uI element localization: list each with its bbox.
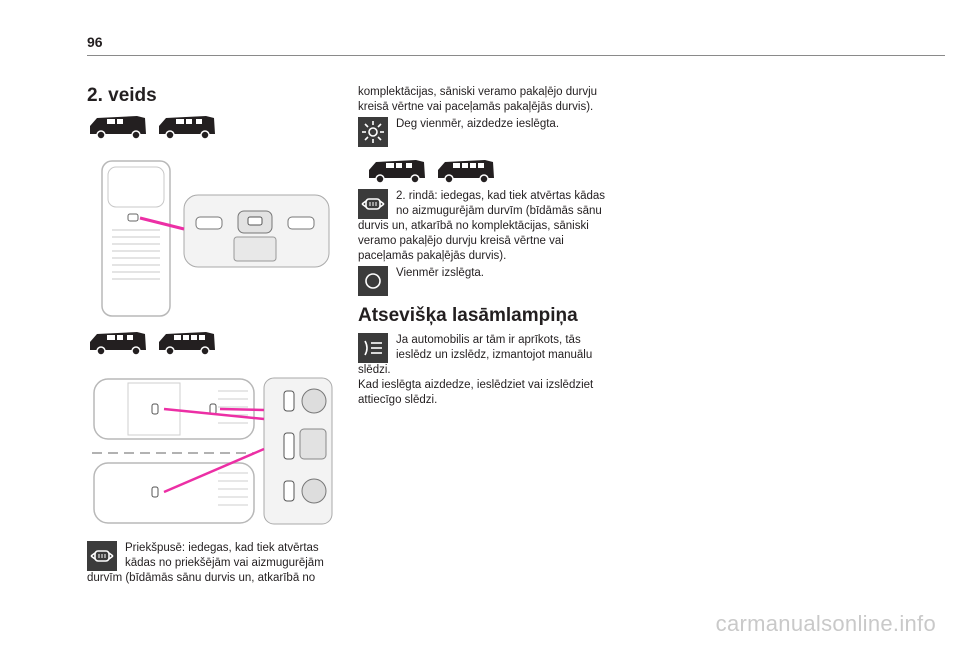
light-on-icon (358, 117, 388, 147)
front-light-paragraph: Priekšpusē: iedegas, kad tiek atvērtas k… (87, 542, 324, 584)
watermark: carmanualsonline.info (715, 611, 936, 636)
always-off-label: Vienmēr izslēgta. (396, 267, 484, 279)
continued-paragraph: komplektācijas, sāniski veramo pakaļējo … (358, 86, 598, 113)
header-rule (87, 55, 945, 56)
page-number: 96 (87, 34, 103, 50)
reading-lamp-icon (358, 333, 388, 363)
van-silhouette-icon (438, 160, 494, 184)
van-silhouette-icon (90, 332, 146, 356)
reading-lamp-heading: Atsevišķa lasāmlampiņa (358, 305, 578, 326)
reading-lamp-paragraph: Ja automobilis ar tām ir aprīkots, tās i… (358, 334, 594, 406)
rear-light-paragraph: 2. rindā: iedegas, kad tiek atvērtas kād… (358, 190, 606, 262)
always-on-label: Deg vienmēr, aizdedze ieslēgta. (396, 118, 560, 130)
van-silhouette-icon (159, 332, 215, 356)
section-heading-type2: 2. veids (87, 85, 157, 106)
van-silhouette-icon (369, 160, 425, 184)
rear-ceiling-light-diagram (92, 377, 333, 525)
van-silhouette-icon (159, 116, 215, 140)
door-courtesy-light-icon (87, 541, 117, 571)
door-courtesy-light-icon (358, 189, 388, 219)
light-off-icon (358, 266, 388, 296)
van-silhouette-icon (90, 116, 146, 140)
front-ceiling-light-diagram (101, 160, 330, 317)
